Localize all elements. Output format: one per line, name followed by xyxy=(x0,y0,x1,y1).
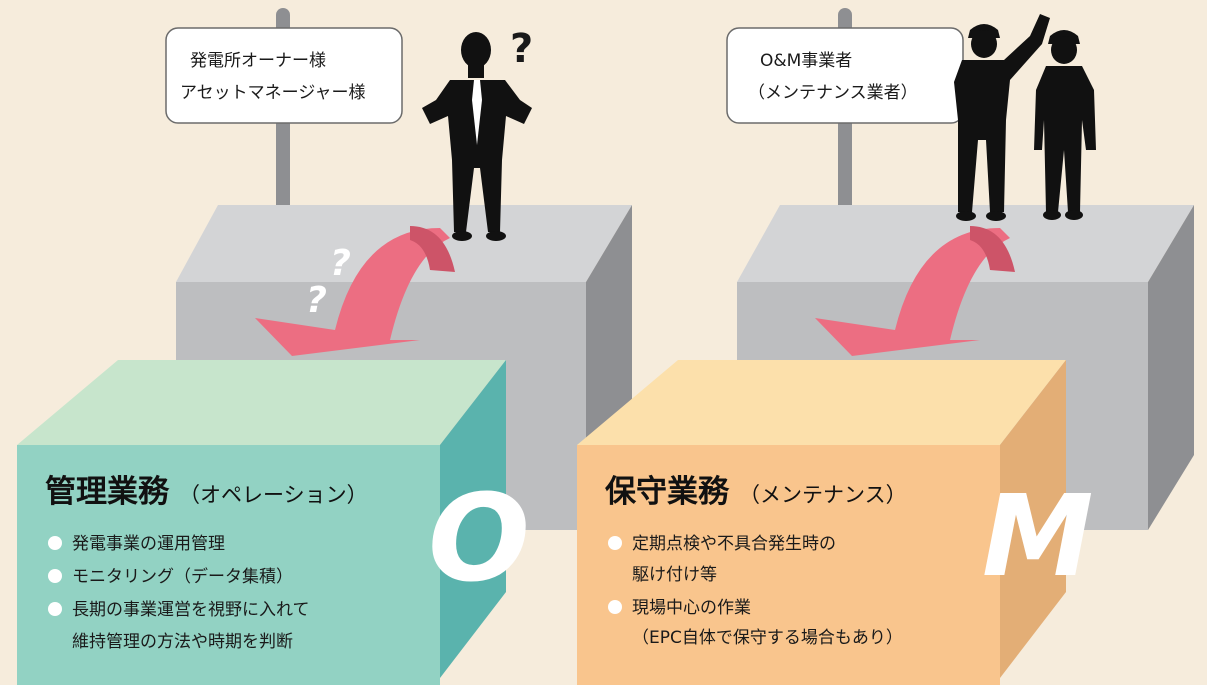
left-sign-line-2: アセットマネージャー様 xyxy=(180,83,365,103)
left-sign-board xyxy=(165,27,403,124)
right-box-top xyxy=(577,360,1066,445)
right-box-front xyxy=(577,445,1000,685)
left-bullet-dot-2 xyxy=(48,569,62,583)
right-box-side xyxy=(1000,360,1066,678)
left-box-front xyxy=(17,445,440,685)
right-box-letter: M xyxy=(982,472,1093,602)
right-bullet-2-line-2: （EPC自体で保守する場合もあり） xyxy=(632,628,903,648)
right-box-title: 保守業務 xyxy=(605,474,730,510)
left-bullet-dot-3 xyxy=(48,602,62,616)
left-bullet-1-line-1: 発電事業の運用管理 xyxy=(72,534,225,554)
left-bullet-2-line-1: モニタリング（データ集積） xyxy=(72,566,293,587)
right-bullet-dot-2 xyxy=(608,600,622,614)
left-box-side xyxy=(440,360,506,678)
person-question-mark: ? xyxy=(510,26,533,72)
workers-icon xyxy=(954,14,1096,221)
right-bullet-1-line-1: 定期点検や不具合発生時の xyxy=(632,534,836,554)
right-bullet-1-line-2: 駆け付け等 xyxy=(632,565,717,585)
right-box-heading: 保守業務 （メンテナンス） xyxy=(605,474,907,510)
left-bullet-3-line-1: 長期の事業運営を視野に入れて xyxy=(72,600,310,620)
left-box-title: 管理業務 xyxy=(45,474,170,510)
right-group: O&M事業者 （メンテナンス業者） M 保守 xyxy=(577,8,1194,685)
arrow-question-mark-2: ? xyxy=(306,280,327,321)
left-box-subtitle: （オペレーション） xyxy=(179,483,368,507)
left-box-top xyxy=(17,360,506,445)
left-sign-line-1: 発電所オーナー様 xyxy=(190,51,326,71)
left-pink-arrow-fold xyxy=(410,226,455,272)
arrow-question-mark-1: ? xyxy=(330,243,351,284)
right-box-subtitle: （メンテナンス） xyxy=(739,483,907,507)
left-bullet-3-line-2: 維持管理の方法や時期を判断 xyxy=(72,632,293,652)
left-box-letter: O xyxy=(428,470,530,609)
right-bullet-2-line-1: 現場中心の作業 xyxy=(632,598,751,618)
right-sign-line-1: O&M事業者 xyxy=(760,51,852,71)
left-bullet-dot-1 xyxy=(48,536,62,550)
left-box-heading: 管理業務 （オペレーション） xyxy=(45,474,368,510)
businessman-icon xyxy=(422,32,532,241)
right-pink-arrow xyxy=(815,228,1010,356)
right-sign-line-2: （メンテナンス業者） xyxy=(748,83,918,103)
right-pink-arrow-fold xyxy=(970,226,1015,272)
right-bullet-dot-1 xyxy=(608,536,622,550)
left-pink-arrow xyxy=(255,228,450,356)
right-sign-board xyxy=(726,27,964,124)
right-gray-block-side xyxy=(1148,205,1194,530)
